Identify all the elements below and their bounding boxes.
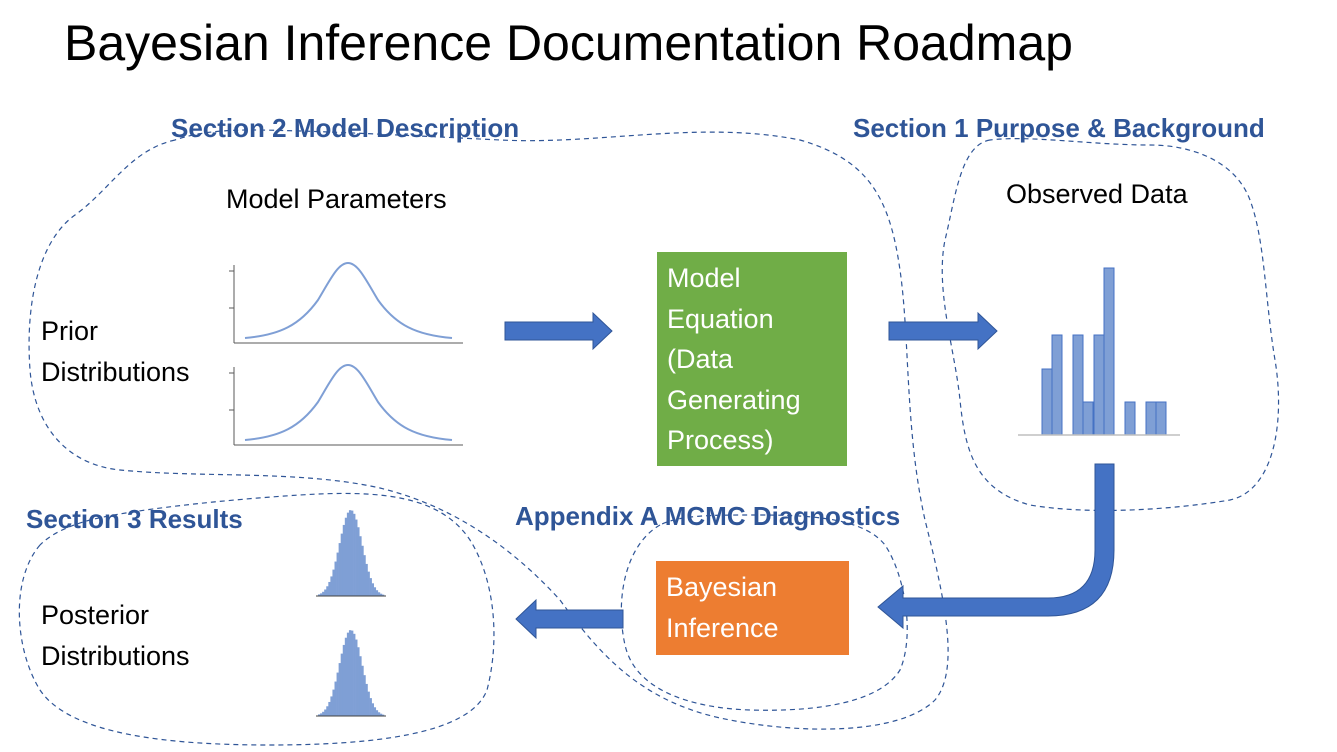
posterior-bar bbox=[320, 713, 323, 716]
posterior-bar bbox=[336, 672, 339, 716]
posterior-bar bbox=[326, 706, 329, 716]
posterior-bar bbox=[361, 665, 364, 716]
section2-label: Section 2 Model Description bbox=[171, 113, 520, 143]
posterior-bar bbox=[340, 653, 344, 716]
posterior-histogram-icon bbox=[316, 630, 386, 717]
posterior-bar bbox=[330, 576, 333, 596]
prior-chart-top bbox=[229, 261, 463, 344]
posterior-bar bbox=[326, 586, 329, 596]
posterior-bar bbox=[320, 593, 323, 596]
posterior-bar bbox=[332, 569, 335, 596]
posterior-bar bbox=[328, 581, 331, 596]
model-equation-box: Model Equation (Data Generating Process) bbox=[657, 252, 847, 466]
posterior-bar bbox=[353, 513, 356, 596]
posterior-bar bbox=[338, 543, 341, 596]
posterior-bar bbox=[324, 589, 327, 596]
posterior-bar bbox=[373, 707, 377, 716]
posterior-bar bbox=[344, 637, 348, 716]
posterior-bar bbox=[322, 591, 325, 596]
posterior-bar bbox=[381, 714, 385, 716]
posterior-bar bbox=[379, 713, 383, 716]
section1-outline bbox=[941, 138, 1280, 512]
posterior-bar bbox=[340, 533, 344, 596]
posterior-bar bbox=[332, 689, 335, 716]
arrow-right-icon bbox=[504, 311, 613, 351]
bar-histogram-icon bbox=[1018, 267, 1180, 436]
arrow-right-icon bbox=[888, 311, 998, 351]
prior-distributions-label: Prior Distributions bbox=[41, 316, 190, 387]
bayesian-inference-box: Bayesian Inference bbox=[656, 561, 849, 655]
posterior-bar bbox=[359, 656, 362, 716]
posterior-bar bbox=[330, 696, 333, 716]
posterior-bar bbox=[348, 630, 352, 716]
posterior-bar bbox=[355, 639, 358, 716]
section3-label: Section 3 Results bbox=[26, 504, 243, 534]
posterior-bar bbox=[367, 571, 370, 596]
posterior-bar bbox=[353, 633, 356, 716]
posterior-bar bbox=[334, 681, 337, 716]
model-parameters-label: Model Parameters bbox=[226, 184, 447, 214]
posterior-bar bbox=[367, 691, 370, 716]
posterior-bar bbox=[357, 647, 360, 716]
curved-arrow-icon bbox=[877, 463, 1115, 630]
posterior-bar bbox=[377, 592, 381, 596]
posterior-bar bbox=[346, 632, 350, 716]
posterior-bar bbox=[344, 517, 348, 596]
appendixA-label: Appendix A MCMC Diagnostics bbox=[515, 501, 901, 531]
posterior-bar bbox=[359, 536, 362, 596]
posterior-bar bbox=[348, 510, 352, 596]
page-title: Bayesian Inference Documentation Roadmap bbox=[64, 15, 1073, 71]
posterior-bar bbox=[357, 527, 360, 596]
posterior-bar bbox=[379, 593, 383, 596]
posterior-bar bbox=[328, 701, 331, 716]
posterior-bar bbox=[369, 578, 372, 596]
posterior-bar bbox=[373, 587, 377, 596]
posterior-bar bbox=[318, 714, 321, 716]
posterior-bar bbox=[342, 644, 346, 716]
section3-outline bbox=[18, 492, 495, 746]
section2-outline bbox=[28, 129, 949, 730]
posterior-bar bbox=[363, 555, 366, 596]
appendixA-outline bbox=[620, 514, 908, 711]
prior-chart-bottom bbox=[229, 363, 463, 446]
bell-curve-icon bbox=[244, 363, 453, 441]
posterior-bar bbox=[318, 594, 321, 596]
posterior-bar bbox=[377, 712, 381, 716]
posterior-bar bbox=[371, 703, 374, 716]
posterior-bar bbox=[375, 590, 379, 596]
posterior-bar bbox=[346, 512, 350, 596]
posterior-bar bbox=[351, 630, 354, 716]
posterior-bar bbox=[342, 524, 346, 596]
posterior-bar bbox=[355, 519, 358, 596]
posterior-bar bbox=[361, 545, 364, 596]
posterior-bar bbox=[371, 583, 374, 596]
posterior-bar bbox=[336, 552, 339, 596]
posterior-bar bbox=[338, 663, 341, 716]
posterior-distributions-label: Posterior Distributions bbox=[41, 600, 190, 671]
posterior-bar bbox=[322, 711, 325, 716]
posterior-bar bbox=[365, 563, 368, 596]
posterior-bar bbox=[324, 709, 327, 716]
posterior-bar bbox=[363, 675, 366, 716]
section1-label: Section 1 Purpose & Background bbox=[853, 113, 1265, 143]
posterior-histogram-icon bbox=[316, 510, 386, 597]
posterior-bar bbox=[381, 594, 385, 596]
posterior-bar bbox=[365, 683, 368, 716]
arrow-left-icon bbox=[515, 598, 624, 640]
posterior-bar bbox=[334, 561, 337, 596]
bell-curve-icon bbox=[244, 261, 453, 339]
posterior-bar bbox=[375, 710, 379, 716]
posterior-bar bbox=[369, 698, 372, 716]
posterior-bar bbox=[351, 510, 354, 596]
observed-data-label: Observed Data bbox=[1006, 179, 1188, 209]
